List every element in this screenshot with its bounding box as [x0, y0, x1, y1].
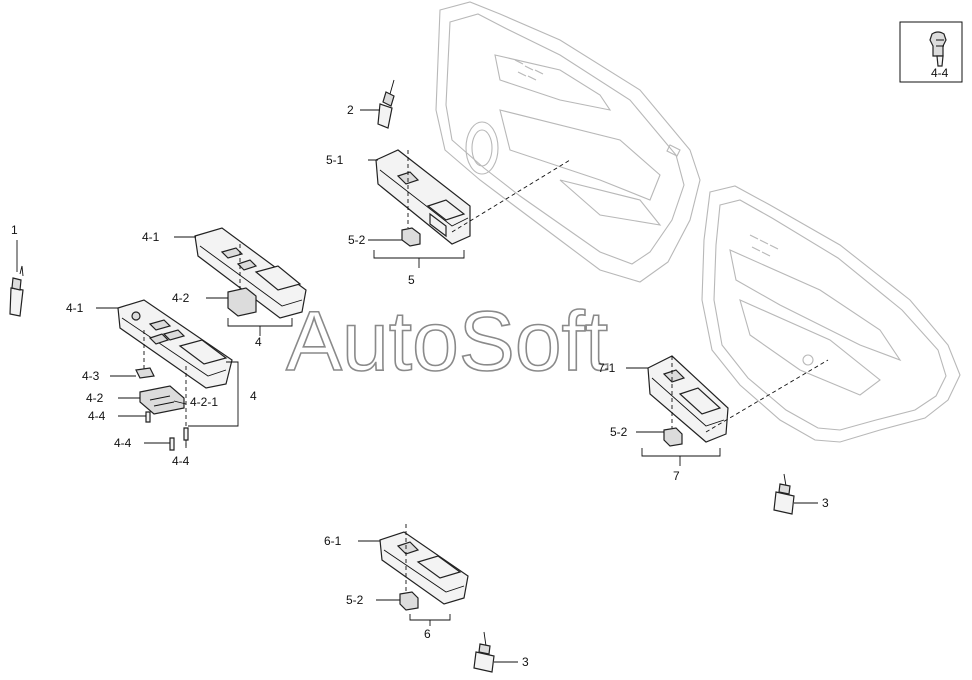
watermark-text: AutoSoft [286, 294, 608, 388]
grip-pocket-6 [416, 555, 462, 579]
callout-6: 6 [424, 627, 431, 641]
callout-4-upper: 4 [255, 335, 262, 349]
wiring-connector-1: 1 [9, 223, 24, 317]
switch-5-2-icon [401, 227, 421, 247]
callout-5-2-top: 5-2 [348, 233, 366, 247]
rear-door-panel-outline [701, 185, 961, 443]
callout-5-2-bottom: 5-2 [346, 593, 364, 607]
switch-assembly-4-lower: 4-1 4-3 4-2 4-4 4-4 4-2-1 4-4 4 [66, 299, 257, 468]
callout-5-1: 5-1 [326, 153, 344, 167]
callout-6-1: 6-1 [324, 534, 342, 548]
switch-assembly-7: 7-1 5-2 7 [598, 355, 829, 483]
switch-5-2-bottom-icon [399, 591, 419, 611]
switch-assembly-6: 6-1 5-2 6 [324, 524, 469, 641]
callout-4-4-b: 4-4 [114, 436, 132, 450]
knob-4-3-icon [135, 367, 155, 379]
wiring-connector-3-right: 3 [773, 473, 829, 515]
switch-assembly-4-upper: 4-1 4-2 4 [142, 227, 307, 349]
switch-5-2-rear-icon [663, 427, 683, 447]
clip-4-4-b [169, 437, 175, 451]
master-switch-4-2-lower-icon [139, 385, 185, 415]
grip-pocket-7 [678, 387, 722, 415]
callout-4-1-lower: 4-1 [66, 301, 84, 315]
grip-pocket-5 [426, 199, 466, 221]
switch-button-6 [396, 541, 420, 555]
switch-buttons-4-lower [148, 319, 186, 345]
grip-pocket-4-lower [178, 339, 228, 365]
callout-2: 2 [347, 103, 354, 117]
wiring-connector-2: 2 [347, 79, 395, 129]
callout-3-right: 3 [822, 496, 829, 510]
callout-4-4-c: 4-4 [172, 454, 190, 468]
callout-4-2-1: 4-2-1 [190, 395, 218, 409]
master-switch-4-2-icon [227, 287, 257, 317]
callout-4-4-a: 4-4 [88, 409, 106, 423]
callout-3-bottom: 3 [522, 655, 529, 669]
push-clip-icon [929, 31, 947, 67]
callout-7-1: 7-1 [598, 361, 616, 375]
clip-4-4-c [183, 427, 189, 441]
grip-pocket-4-upper [254, 265, 302, 291]
callout-4-2-lower: 4-2 [86, 391, 104, 405]
speaker-grille-icon [465, 121, 499, 175]
callout-7: 7 [673, 469, 680, 483]
callout-5-2-right: 5-2 [610, 425, 628, 439]
callout-1: 1 [11, 223, 18, 237]
clip-4-4-a [145, 411, 151, 423]
wiring-connector-3-bottom: 3 [473, 631, 529, 673]
switch-assembly-5: 5-1 5-2 5 [326, 149, 571, 287]
callout-4-1-upper: 4-1 [142, 230, 160, 244]
switch-buttons-4-upper [220, 247, 258, 271]
callout-4-3: 4-3 [82, 369, 100, 383]
callout-4-2-upper: 4-2 [172, 291, 190, 305]
callout-4-4-inset: 4-4 [931, 66, 949, 80]
callout-4-lower: 4 [250, 389, 257, 403]
callout-5: 5 [408, 273, 415, 287]
inset-box-clip: 4-4 [899, 21, 963, 83]
front-door-panel-outline [435, 1, 701, 283]
